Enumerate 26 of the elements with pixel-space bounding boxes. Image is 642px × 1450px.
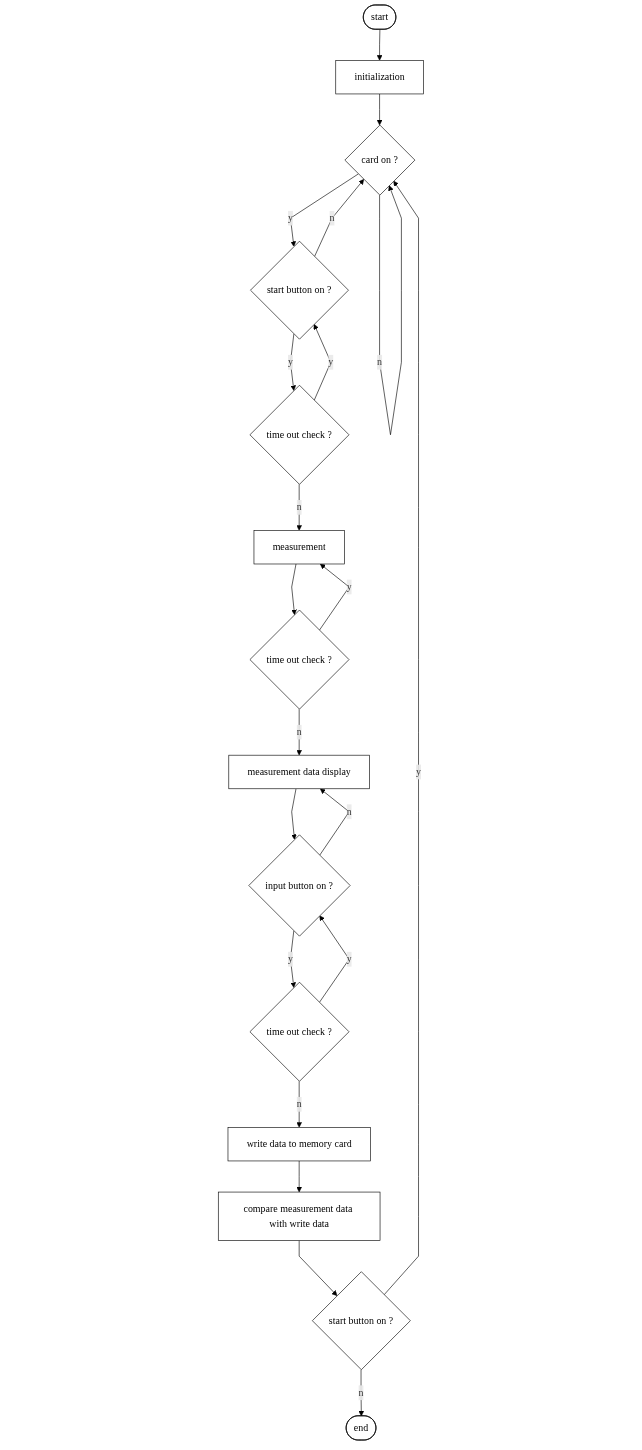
edge-label: n: [346, 806, 352, 817]
node-box: write data to memory card: [227, 1127, 371, 1162]
node-box: initialization: [335, 60, 424, 95]
edge-label: n: [329, 212, 335, 224]
edge-label: n: [358, 1387, 364, 1398]
node-diamond: start button on ?: [250, 240, 349, 340]
node-diamond: start button on ?: [312, 1271, 411, 1371]
edge-label: y: [288, 953, 294, 965]
node-box: measurement data display: [228, 754, 370, 790]
node-diamond: time out check ?: [249, 981, 350, 1082]
edge-label: y: [288, 212, 294, 224]
node-diamond: card on ?: [344, 124, 416, 196]
node-diamond: input button on ?: [248, 834, 351, 937]
edge-label: y: [328, 356, 334, 368]
edge-label: y: [416, 766, 422, 777]
edge-label: y: [346, 953, 352, 965]
edge-label: y: [346, 581, 352, 592]
edge-label: y: [288, 356, 294, 368]
node-diamond: time out check ?: [249, 384, 350, 485]
node-box: compare measurement data with write data: [218, 1191, 381, 1241]
edge-label: n: [377, 356, 383, 368]
edge-label: n: [296, 726, 302, 738]
edge-label: n: [296, 501, 302, 513]
node-diamond: time out check ?: [249, 609, 350, 710]
node-box: measurement: [253, 530, 345, 565]
edge-label: n: [296, 1098, 302, 1110]
